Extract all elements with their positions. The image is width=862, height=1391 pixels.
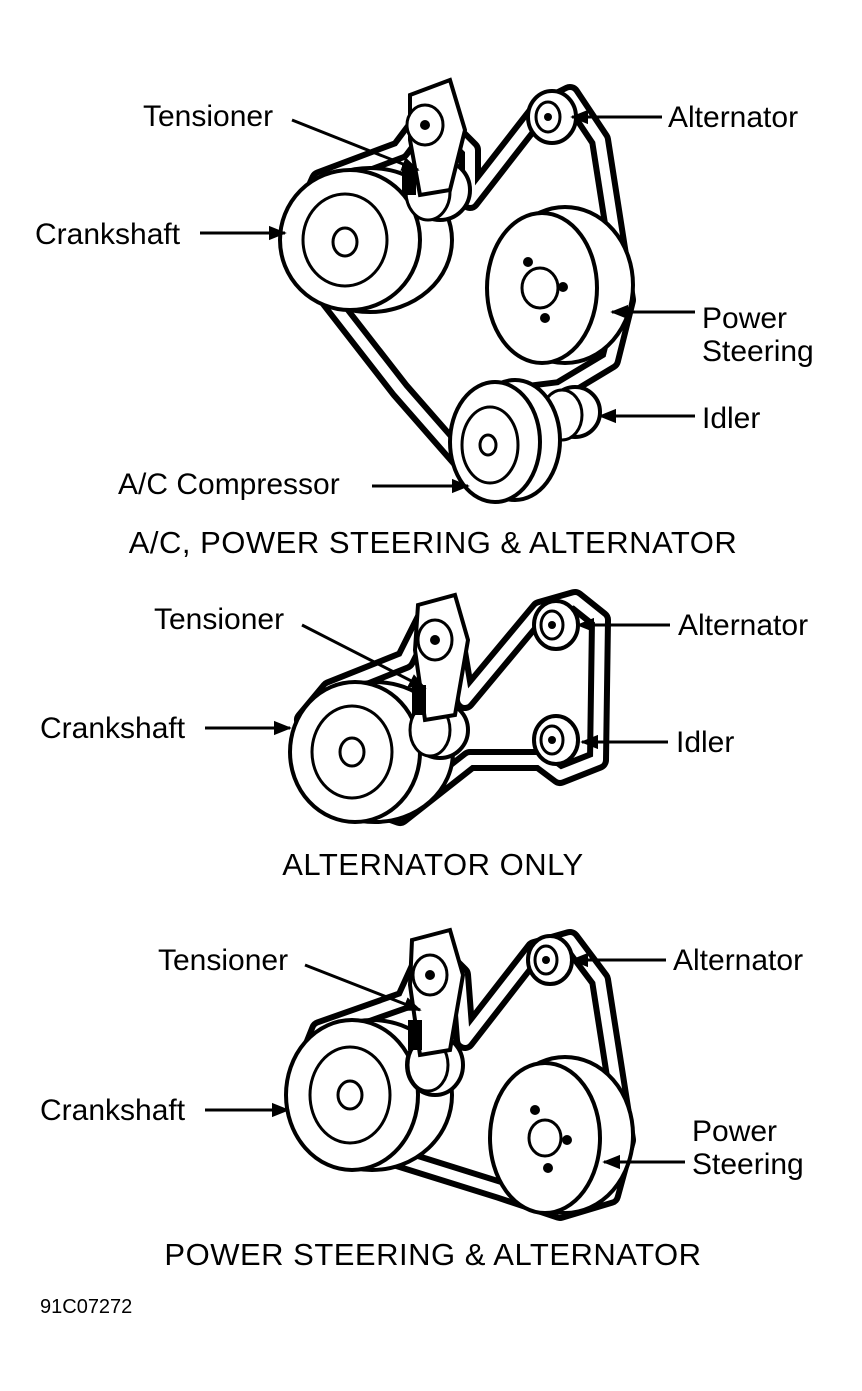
tensioner-leader: [291, 118, 420, 172]
crankshaft-label: Crankshaft: [40, 1094, 186, 1127]
tensioner-assembly: [402, 77, 472, 222]
tensioner-assembly: [408, 592, 471, 760]
crankshaft-pulley: [284, 1018, 454, 1172]
ac-compressor-pulley: [448, 378, 562, 504]
power-steering-label-line2: Steering: [692, 1148, 804, 1181]
crankshaft-label: Crankshaft: [35, 218, 181, 251]
idler-pulley: [532, 714, 580, 766]
diagram-alternator-only: Tensioner Alternator Crankshaft Idler AL…: [40, 589, 808, 882]
power-steering-label-line1: Power: [692, 1115, 777, 1148]
tensioner-label: Tensioner: [143, 100, 273, 133]
power-steering-label-line1: Power: [702, 302, 787, 335]
alternator-label: Alternator: [678, 609, 808, 642]
alternator-label: Alternator: [673, 944, 803, 977]
idler-label: Idler: [676, 726, 734, 759]
power-steering-pulley: [488, 1055, 635, 1215]
alternator-label: Alternator: [668, 101, 798, 134]
idler-label: Idler: [702, 402, 760, 435]
diagram-2-title: ALTERNATOR ONLY: [282, 847, 584, 882]
alternator-pulley: [526, 89, 578, 145]
diagram-ps-alternator: Tensioner Alternator Crankshaft Power St…: [40, 927, 804, 1272]
figure-code: 91C07272: [40, 1296, 132, 1318]
diagram-ac-ps-alternator: Tensioner Alternator Crankshaft Power St…: [35, 77, 814, 560]
power-steering-pulley: [485, 205, 635, 365]
ac-compressor-label: A/C Compressor: [118, 468, 340, 501]
diagram-1-title: A/C, POWER STEERING & ALTERNATOR: [129, 525, 738, 560]
tensioner-leader: [301, 623, 427, 690]
tensioner-label: Tensioner: [158, 944, 288, 977]
crankshaft-pulley: [278, 166, 454, 314]
power-steering-label-line2: Steering: [702, 335, 814, 368]
tensioner-leader: [304, 963, 422, 1012]
alternator-pulley: [526, 934, 574, 986]
diagram-3-title: POWER STEERING & ALTERNATOR: [164, 1237, 701, 1272]
tensioner-label: Tensioner: [154, 603, 284, 636]
tensioner-assembly: [405, 927, 466, 1097]
alternator-pulley: [532, 599, 580, 651]
crankshaft-label: Crankshaft: [40, 712, 186, 745]
